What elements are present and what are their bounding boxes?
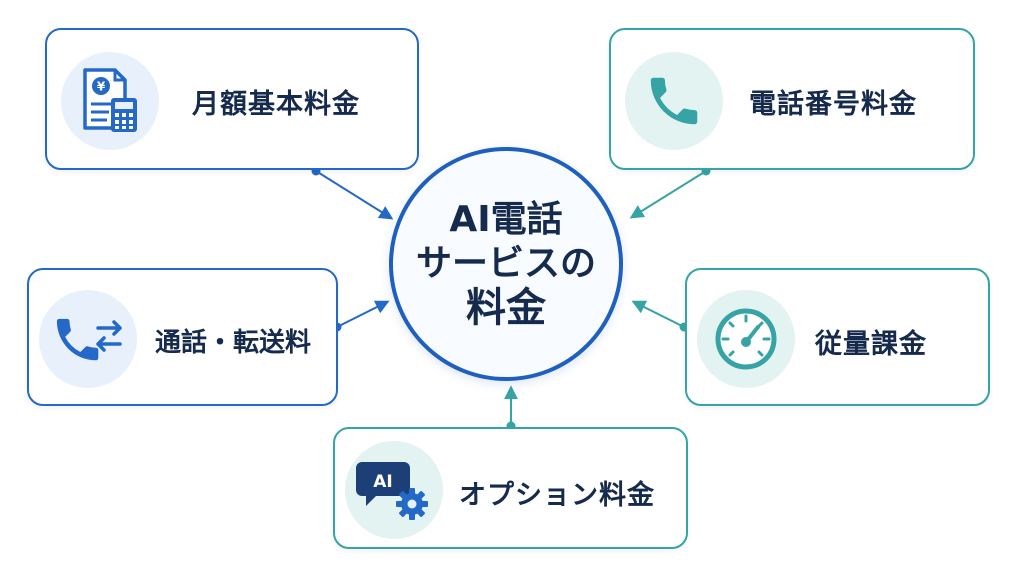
center-title-line-1: AI電話 (449, 199, 563, 240)
edge-metered (631, 300, 689, 332)
node-metered-label: 従量課金 (815, 329, 927, 360)
center-title-line-3: 料金 (466, 285, 546, 331)
center-title-line-2: サービスの (415, 243, 596, 284)
node-call-transfer: 通話・転送料 (27, 268, 338, 406)
node-option: AI オプション料金 (333, 427, 688, 549)
ai-chat-gear-icon: AI (345, 441, 443, 539)
center-node: AI電話 サービスの 料金 (389, 147, 623, 381)
node-call-transfer-label: 通話・転送料 (155, 328, 312, 358)
node-metered: 従量課金 (685, 268, 990, 406)
phone-icon (625, 52, 723, 150)
node-option-label: オプション料金 (459, 480, 655, 511)
node-monthly: ¥ 月額基本料金 (45, 28, 419, 170)
node-phone-number: 電話番号料金 (609, 28, 975, 170)
invoice-calculator-icon: ¥ (61, 52, 159, 150)
edge-phone-number (629, 166, 711, 219)
edge-option (504, 385, 518, 431)
svg-text:¥: ¥ (97, 80, 106, 94)
edge-call-transfer (332, 300, 390, 332)
gauge-icon (697, 290, 795, 388)
node-monthly-label: 月額基本料金 (192, 89, 360, 120)
svg-text:AI: AI (373, 472, 392, 492)
phone-transfer-icon (39, 290, 137, 388)
node-phone-number-label: 電話番号料金 (749, 89, 917, 120)
edge-monthly (311, 166, 394, 220)
